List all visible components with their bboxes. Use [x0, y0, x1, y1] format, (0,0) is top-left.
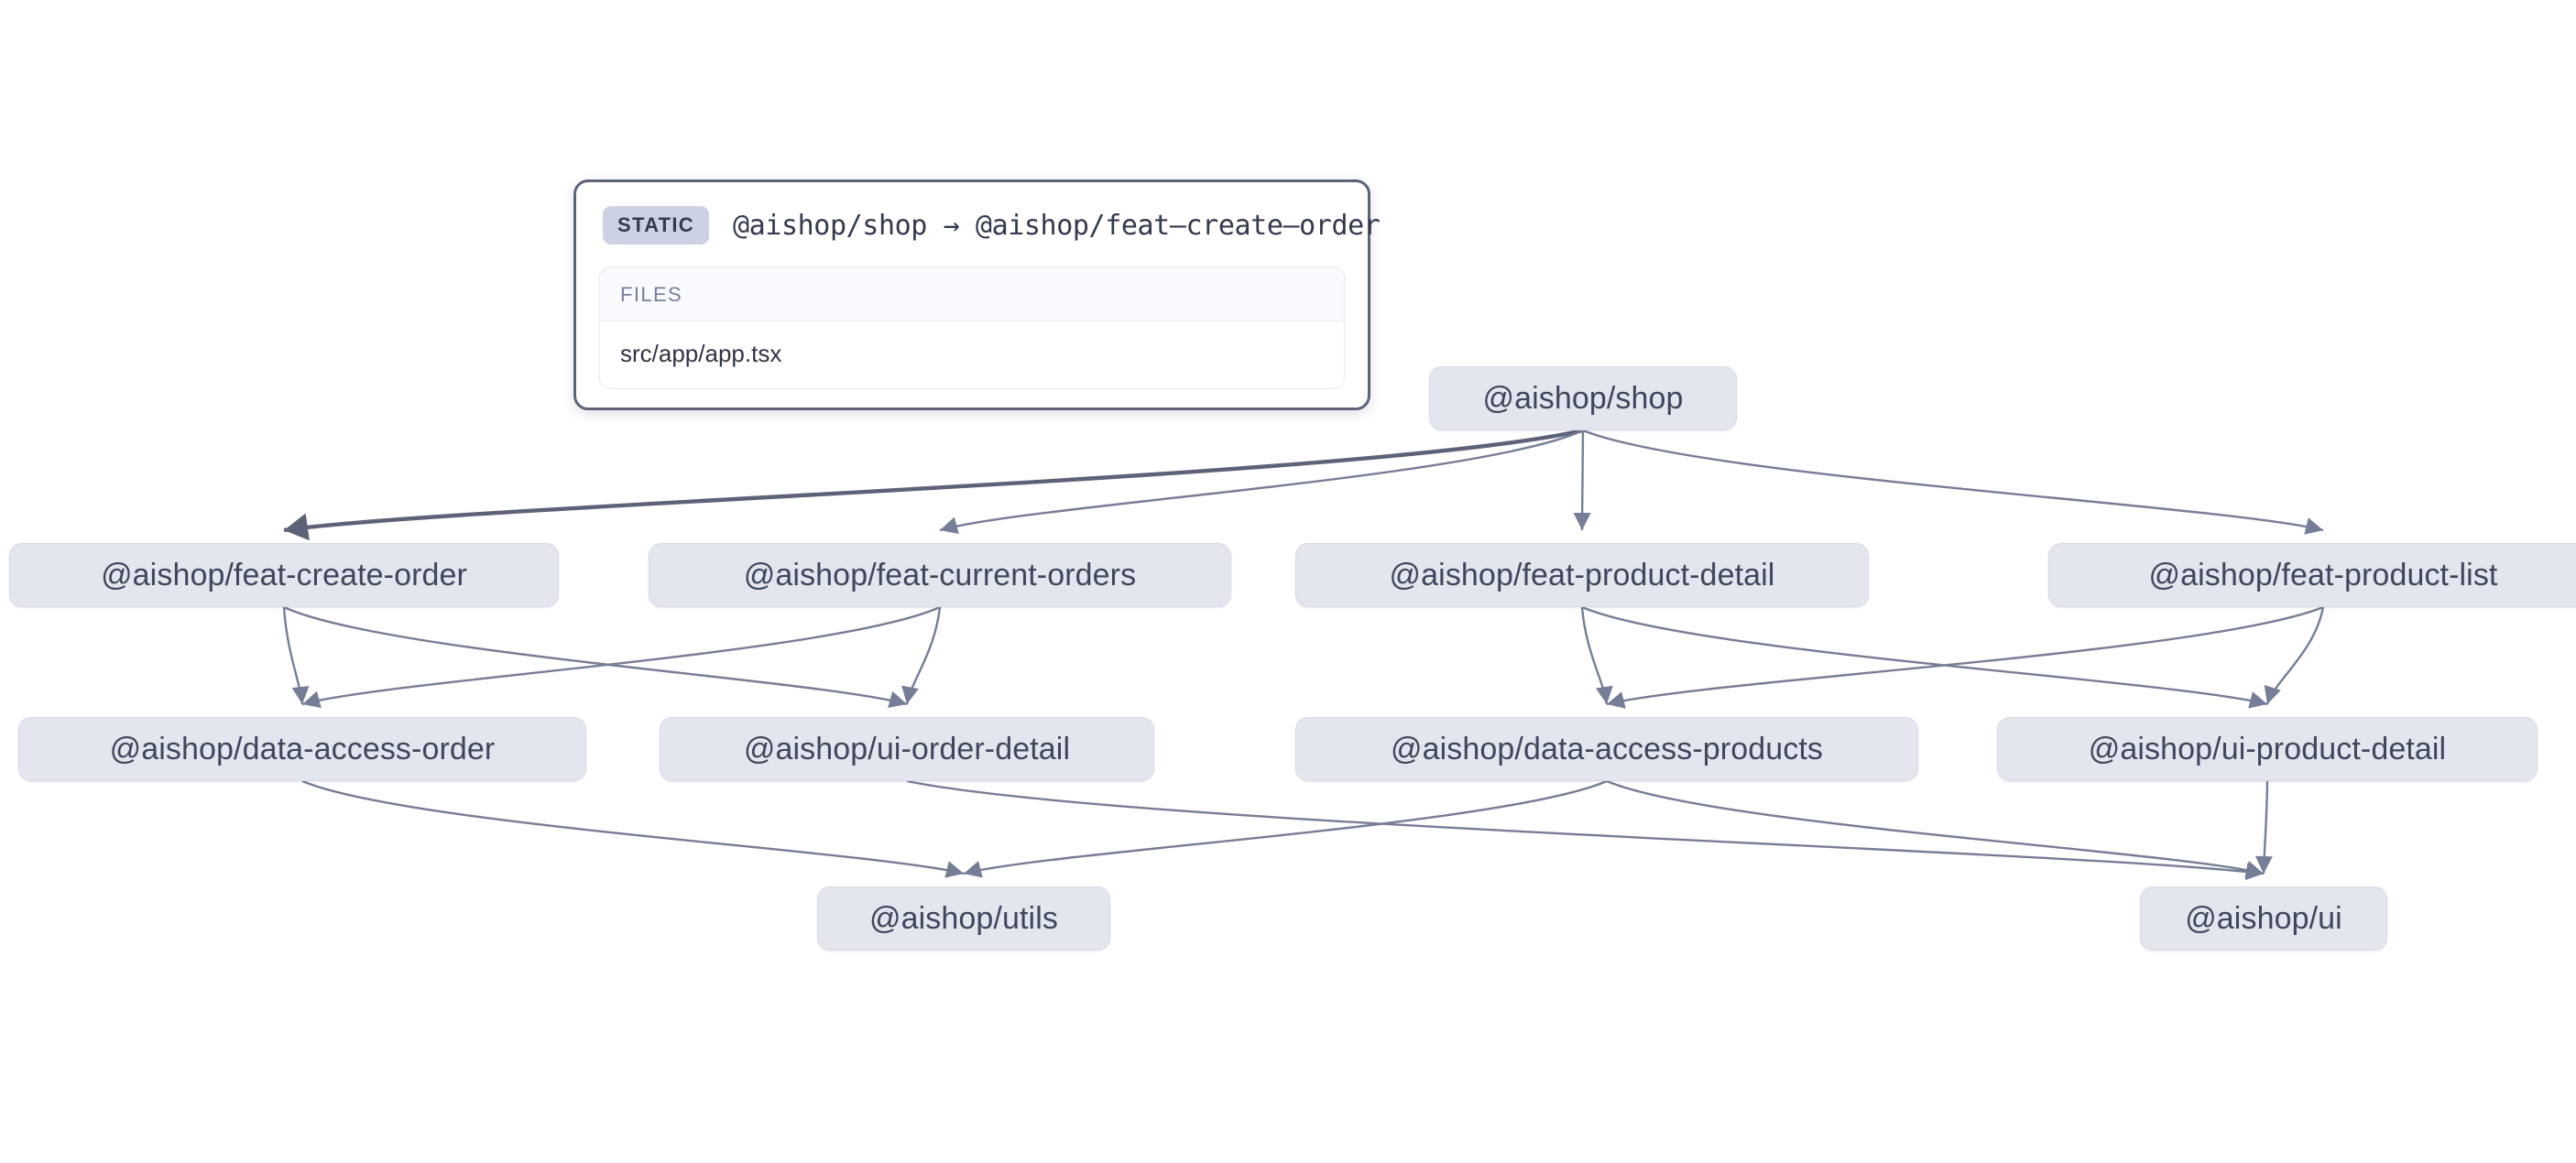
graph-edge-shop-to-feat-product-detail[interactable] [1580, 429, 1585, 531]
graph-edge-arrowhead [2244, 861, 2264, 878]
graph-edge-arrowhead [964, 861, 983, 878]
graph-node-shop[interactable]: @aishop/shop [1429, 366, 1737, 430]
graph-edge-data-access-order-to-utils[interactable] [301, 779, 965, 875]
graph-edge-arrowhead [944, 861, 964, 878]
edge-title: @aishop/shop → @aishop/feat–create–order [732, 209, 1381, 242]
graph-edge-feat-current-orders-to-data-access-order[interactable] [301, 605, 941, 706]
graph-node-label: @aishop/feat-product-list [2148, 557, 2498, 592]
graph-node-label: @aishop/feat-product-detail [1389, 557, 1775, 592]
graph-node-label: @aishop/feat-create-order [101, 557, 467, 592]
graph-node-label: @aishop/ui-product-detail [2088, 731, 2447, 766]
graph-edge-arrowhead [291, 686, 310, 704]
graph-node-ui-order-detail[interactable]: @aishop/ui-order-detail [660, 717, 1154, 781]
graph-edge-arrowhead [901, 685, 919, 704]
graph-edge-feat-create-order-to-ui-order-detail[interactable] [283, 605, 908, 706]
graph-edge-arrowhead [2264, 685, 2281, 704]
graph-edge-shop-to-feat-current-orders[interactable] [939, 429, 1584, 532]
graph-node-label: @aishop/utils [869, 900, 1058, 936]
graph-edge-feat-product-list-to-ui-product-detail[interactable] [2265, 606, 2325, 705]
graph-node-label: @aishop/data-access-order [109, 731, 496, 766]
graph-node-label: @aishop/feat-current-orders [743, 557, 1137, 592]
graph-edge-feat-product-detail-to-ui-product-detail[interactable] [1581, 605, 2268, 706]
graph-edge-arrowhead [1573, 512, 1591, 530]
graph-edge-feat-current-orders-to-ui-order-detail[interactable] [905, 606, 942, 705]
graph-node-feat-create-order[interactable]: @aishop/feat-create-order [9, 543, 559, 607]
graph-edge-ui-order-detail-to-ui[interactable] [906, 779, 2265, 875]
tooltip-files-panel: FILES src/app/app.tsx [599, 266, 1345, 389]
graph-edge-feat-product-detail-to-data-access-products[interactable] [1580, 606, 1609, 705]
edge-detail-tooltip[interactable]: STATIC @aishop/shop → @aishop/feat–creat… [573, 179, 1381, 410]
graph-edge-arrowhead [2248, 691, 2267, 709]
graph-edge-arrowhead [302, 690, 322, 709]
edge-type-badge: STATIC [603, 206, 709, 245]
graph-edge-shop-to-feat-create-order[interactable] [283, 428, 1584, 533]
graph-node-feat-product-list[interactable]: @aishop/feat-product-list [2048, 543, 2576, 607]
tooltip-header: STATIC @aishop/shop → @aishop/feat–creat… [599, 202, 1381, 245]
graph-node-data-access-products[interactable]: @aishop/data-access-products [1295, 717, 1918, 781]
graph-edge-shop-to-feat-product-list[interactable] [1582, 429, 2324, 532]
graph-node-label: @aishop/shop [1482, 380, 1684, 416]
graph-edge-data-access-products-to-utils[interactable] [963, 779, 1608, 875]
graph-edge-arrowhead [1607, 691, 1626, 709]
graph-node-data-access-order[interactable]: @aishop/data-access-order [18, 717, 586, 781]
graph-edge-arrowhead [940, 516, 959, 534]
graph-edge-arrowhead [2244, 863, 2264, 881]
file-list-item[interactable]: src/app/app.tsx [600, 321, 1344, 388]
graph-node-utils[interactable]: @aishop/utils [817, 886, 1110, 951]
graph-node-feat-current-orders[interactable]: @aishop/feat-current-orders [649, 543, 1231, 607]
graph-edge-arrowhead [2304, 517, 2323, 535]
graph-node-label: @aishop/ui [2185, 900, 2342, 936]
graph-edge-arrowhead [888, 690, 907, 708]
graph-edge-arrowhead [2254, 855, 2273, 874]
graph-edge-feat-create-order-to-data-access-order[interactable] [282, 606, 304, 705]
graph-edge-ui-product-detail-to-ui[interactable] [2262, 780, 2269, 875]
graph-node-ui-product-detail[interactable]: @aishop/ui-product-detail [1997, 717, 2538, 781]
graph-node-ui[interactable]: @aishop/ui [2140, 886, 2387, 951]
graph-node-label: @aishop/ui-order-detail [743, 731, 1071, 766]
graph-node-label: @aishop/data-access-products [1391, 731, 1823, 766]
graph-edge-feat-product-list-to-data-access-products[interactable] [1606, 605, 2324, 706]
graph-edge-arrowhead [1595, 685, 1613, 704]
graph-edge-arrowhead [284, 513, 310, 541]
files-section-header: FILES [600, 267, 1344, 321]
graph-edge-data-access-products-to-ui[interactable] [1606, 779, 2265, 875]
graph-node-feat-product-detail[interactable]: @aishop/feat-product-detail [1295, 543, 1869, 607]
